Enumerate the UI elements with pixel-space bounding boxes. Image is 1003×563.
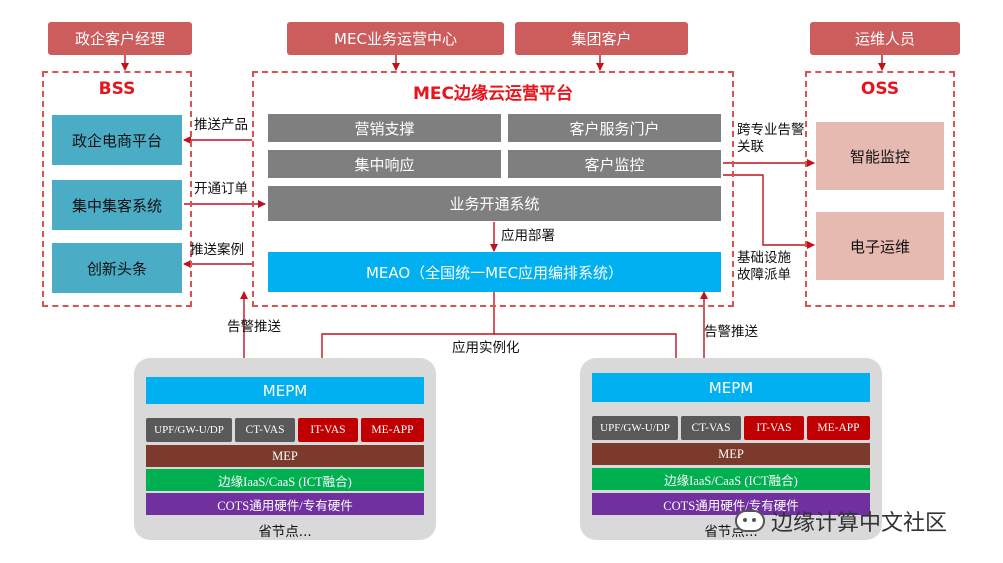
arrow-instantiate-left [318, 292, 495, 371]
chip-it-vas-2: IT-VAS [744, 416, 804, 440]
mepm-box-1: MEPM [146, 377, 424, 404]
arrow-infra-fault [723, 174, 815, 249]
chip-ct-vas-1: CT-VAS [235, 418, 295, 442]
oss-title: OSS [860, 79, 900, 99]
watermark: 边缘计算中文社区 [735, 505, 947, 537]
label-cross-alarm-2: 关联 [737, 139, 764, 155]
chip-upf-1: UPF/GW-U/DP [146, 418, 232, 442]
chip-upf-2: UPF/GW-U/DP [592, 416, 678, 440]
role-gov-manager: 政企客户经理 [48, 22, 192, 55]
oss-item-smart-monitor: 智能监控 [816, 122, 944, 190]
customer-monitor: 客户监控 [508, 150, 721, 178]
cots-layer-1: COTS通用硬件/专有硬件 [146, 493, 424, 515]
iaas-layer-2: 边缘IaaS/CaaS (ICT融合) [592, 468, 870, 490]
role-ops-staff: 运维人员 [810, 22, 960, 55]
cots-layer-2: COTS通用硬件/专有硬件 [592, 493, 870, 515]
node-caption-1: 省节点... [258, 524, 312, 540]
bss-panel [42, 71, 192, 307]
iaas-layer-1: 边缘IaaS/CaaS (ICT融合) [146, 469, 424, 491]
chip-it-vas-1: IT-VAS [298, 418, 358, 442]
oss-panel [805, 71, 955, 307]
label-app-deploy: 应用部署 [501, 228, 555, 244]
meao-box: MEAO（全国统一MEC应用编排系统） [268, 252, 721, 292]
platform-panel [252, 71, 734, 307]
label-push-case: 推送案例 [190, 242, 244, 258]
role-mec-center: MEC业务运营中心 [287, 22, 504, 55]
provisioning-system: 业务开通系统 [268, 186, 721, 221]
mep-layer-1: MEP [146, 445, 424, 467]
platform-title: MEC边缘云运营平台 [412, 84, 573, 104]
marketing-support: 营销支撑 [268, 114, 501, 142]
chip-me-app-2: ME-APP [807, 416, 870, 440]
label-infra-fault-2: 故障派单 [737, 267, 791, 283]
bss-item-ecommerce: 政企电商平台 [52, 115, 182, 165]
mep-layer-2: MEP [592, 443, 870, 465]
chip-me-app-1: ME-APP [361, 418, 424, 442]
label-alarm-push-left: 告警推送 [227, 319, 281, 335]
label-app-instantiate: 应用实例化 [452, 340, 520, 356]
oss-item-e-ops: 电子运维 [816, 212, 944, 280]
wechat-icon [735, 510, 765, 532]
label-cross-alarm-1: 跨专业告警 [737, 122, 805, 138]
label-alarm-push-right: 告警推送 [704, 324, 758, 340]
watermark-text: 边缘计算中文社区 [771, 511, 948, 536]
role-group-customer: 集团客户 [515, 22, 688, 55]
chip-ct-vas-2: CT-VAS [681, 416, 741, 440]
central-response: 集中响应 [268, 150, 501, 178]
customer-portal: 客户服务门户 [508, 114, 721, 142]
label-infra-fault-1: 基础设施 [737, 250, 791, 266]
label-push-product: 推送产品 [194, 117, 248, 133]
mepm-box-2: MEPM [592, 373, 870, 402]
bss-item-collect: 集中集客系统 [52, 180, 182, 230]
bss-item-headlines: 创新头条 [52, 243, 182, 293]
bss-title: BSS [98, 79, 136, 99]
label-open-order: 开通订单 [194, 181, 248, 197]
